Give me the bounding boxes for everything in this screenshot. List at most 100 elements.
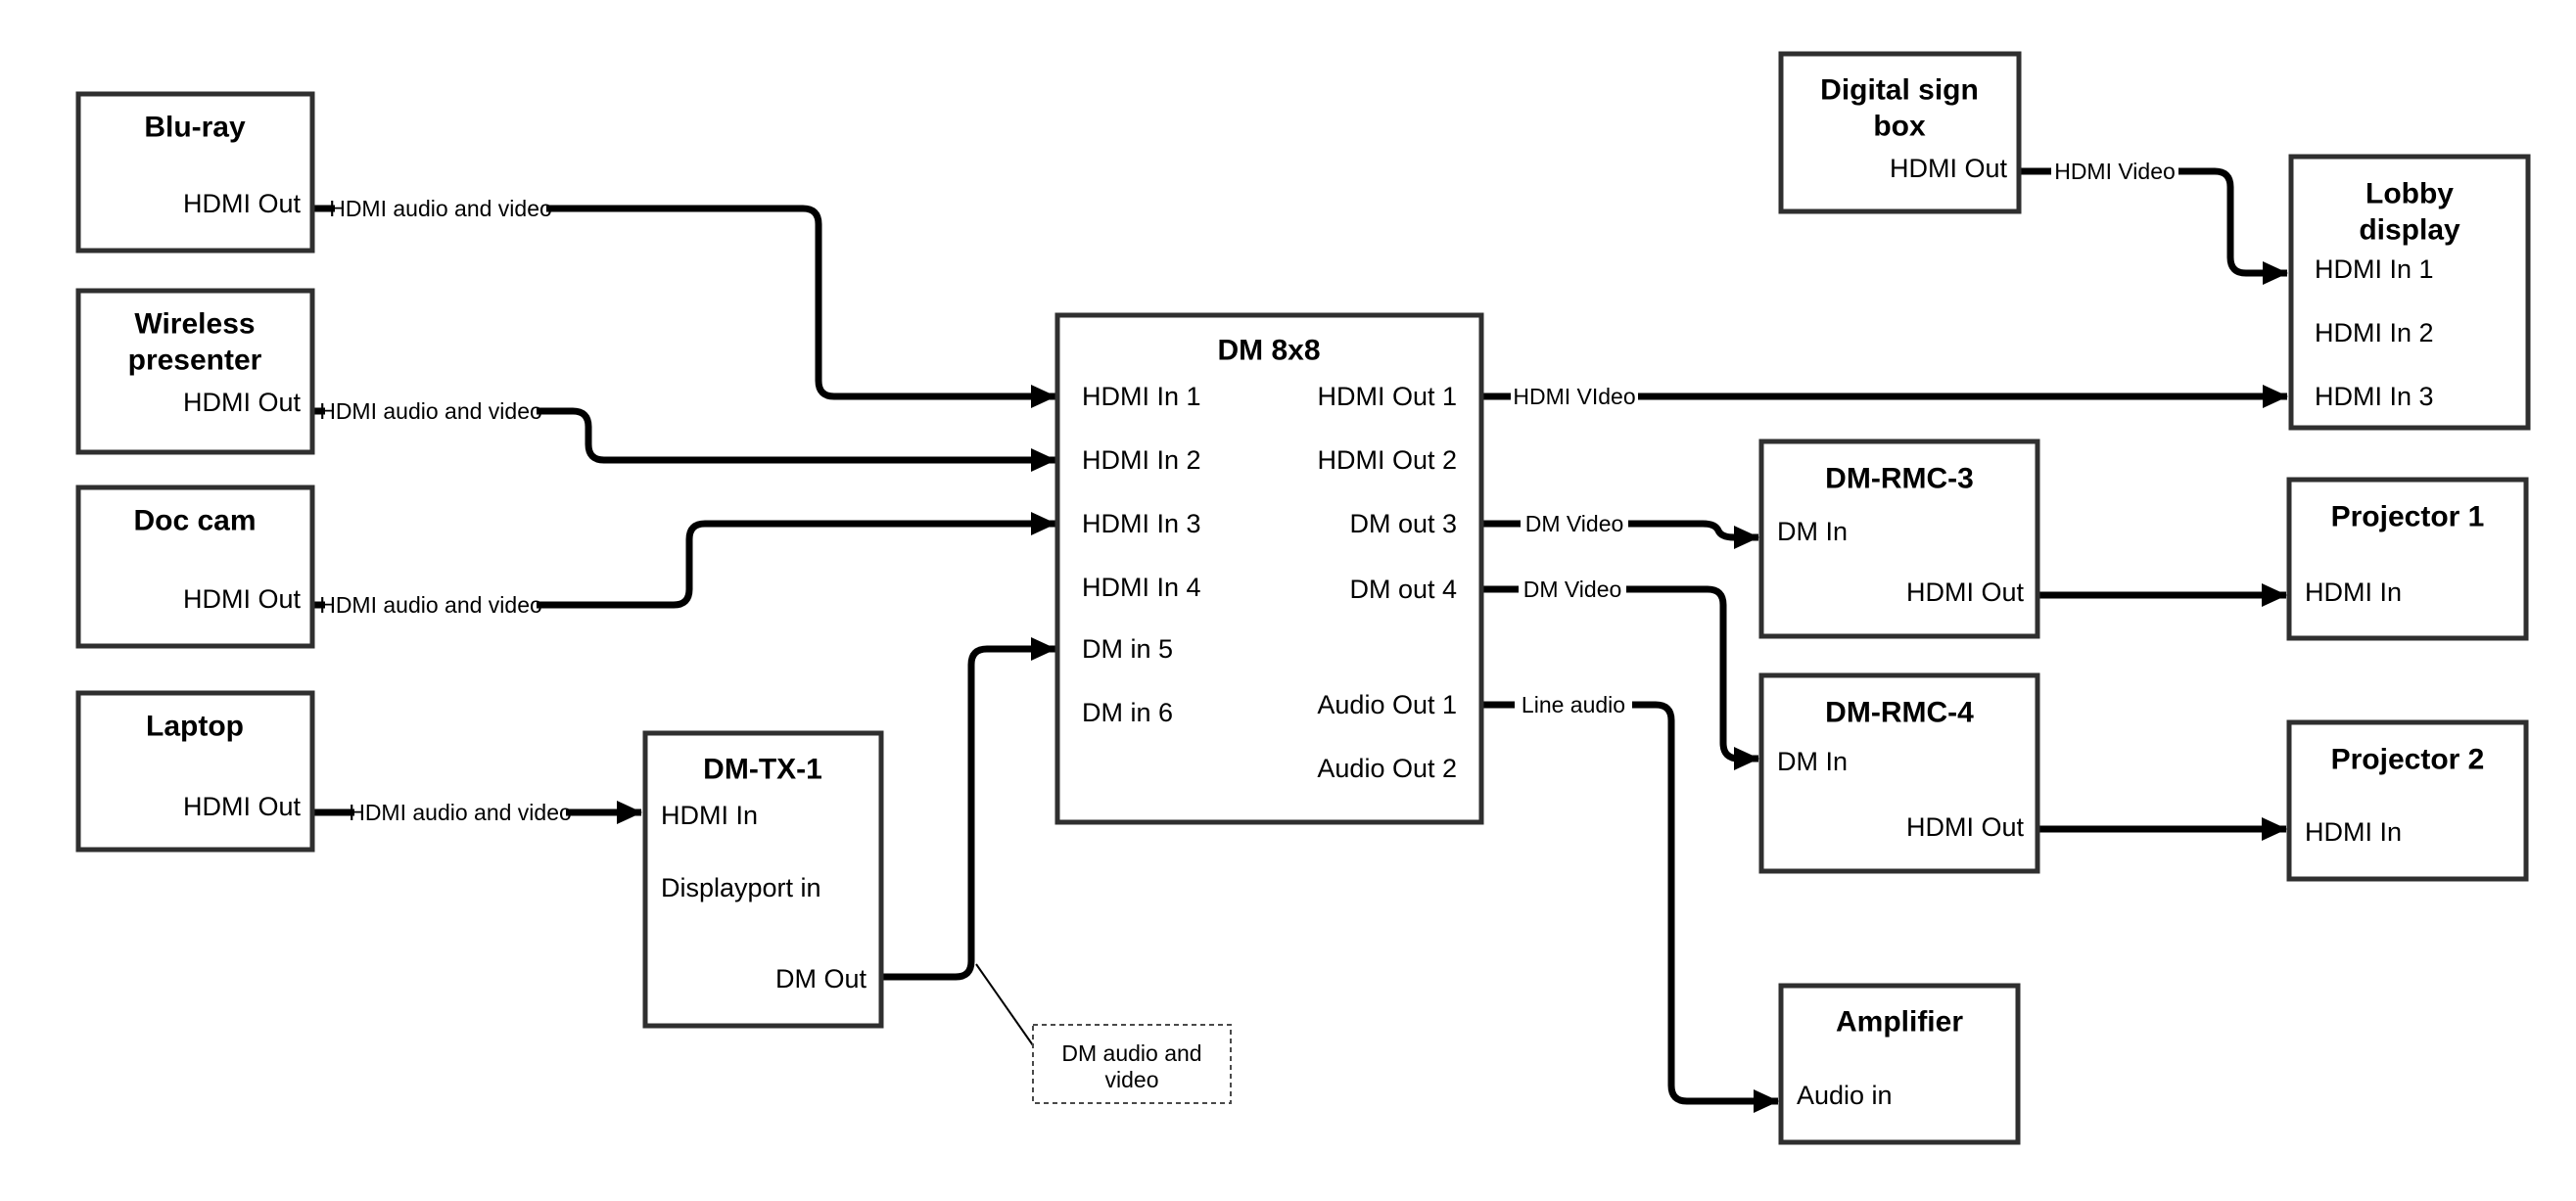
port-lobby-hdmi-in-2: HDMI In 2	[2315, 318, 2434, 347]
wire-doccam-to-dm8x8-in3	[312, 512, 1056, 609]
node-laptop-title: Laptop	[146, 711, 244, 743]
node-amplifier: Amplifier Audio in	[1778, 983, 2021, 1145]
node-projector-2: Projector 2 HDMI In	[2286, 719, 2529, 882]
node-rmc3-box	[1758, 439, 2040, 639]
node-laptop: Laptop HDMI Out	[75, 690, 315, 853]
node-proj2-box	[2286, 719, 2529, 882]
port-dm8x8-hdmi-out-1: HDMI Out 1	[1317, 382, 1457, 411]
node-wireless-title-line1: Wireless	[134, 308, 255, 341]
node-lobby-title-line2: display	[2359, 214, 2460, 247]
port-dm8x8-hdmi-in-2: HDMI In 2	[1082, 445, 1201, 475]
port-dm8x8-hdmi-in-3: HDMI In 3	[1082, 509, 1201, 538]
port-rmc3-hdmi-out: HDMI Out	[1906, 577, 2025, 607]
wire-label-bg	[2051, 155, 2178, 188]
node-projector-1: Projector 1 HDMI In	[2286, 477, 2529, 641]
port-dmtx1-dm-out: DM Out	[775, 964, 867, 993]
node-wireless-title-line2: presenter	[128, 345, 262, 377]
wire-dm8x8-out3-to-rmc3-dmin	[1481, 520, 1759, 549]
annotation-dm-audio-video: DM audio and video	[975, 963, 1232, 1104]
node-proj1-box	[2286, 477, 2529, 641]
port-dm8x8-dm-in-6: DM in 6	[1082, 698, 1173, 727]
annotation-leader-line	[975, 963, 1034, 1046]
port-dm8x8-dm-out-3: DM out 3	[1349, 509, 1457, 538]
annotation-note-line1: DM audio and	[1061, 1040, 1201, 1066]
port-bluray-hdmi-out: HDMI Out	[183, 189, 302, 218]
wire-label-dm-video-out3: DM Video	[1525, 511, 1624, 536]
wire-label-hdmi-av-doccam: HDMI audio and video	[319, 592, 542, 618]
node-amp-box	[1778, 983, 2021, 1145]
node-doccam-box	[75, 485, 315, 649]
wire-label-line-audio: Line audio	[1522, 692, 1625, 717]
node-signbox-box	[1778, 51, 2022, 214]
port-dm8x8-hdmi-out-2: HDMI Out 2	[1317, 445, 1457, 475]
wire-label-hdmi-video-sign: HDMI Video	[2054, 159, 2176, 184]
wire-label-bg	[354, 796, 566, 829]
wire-signbox-to-lobby-in1	[2019, 167, 2288, 285]
wire-label-bg	[1511, 380, 1638, 413]
wire-dm8x8-aout1-to-amp-audioin	[1481, 701, 1779, 1113]
node-dm-tx-1: DM-TX-1 HDMI In Displayport in DM Out	[642, 730, 884, 1029]
wire-label-hdmi-av-wireless: HDMI audio and video	[319, 398, 542, 424]
wire-dm8x8-out4-to-rmc4-dmin	[1481, 585, 1759, 770]
node-dm8x8-title: DM 8x8	[1217, 335, 1320, 367]
node-bluray-title: Blu-ray	[144, 112, 246, 144]
node-dmtx1-title: DM-TX-1	[703, 754, 822, 786]
port-laptop-hdmi-out: HDMI Out	[183, 792, 302, 821]
node-laptop-box	[75, 690, 315, 853]
node-rmc4-box	[1758, 672, 2040, 874]
wire-label-bg	[1519, 573, 1626, 606]
port-rmc4-dm-in: DM In	[1777, 747, 1848, 776]
node-wireless-box	[75, 288, 315, 455]
port-proj1-hdmi-in: HDMI In	[2305, 577, 2402, 607]
wire-wireless-to-dm8x8-in2	[312, 407, 1056, 472]
port-dm8x8-audio-out-2: Audio Out 2	[1317, 754, 1457, 783]
port-dm8x8-dm-in-5: DM in 5	[1082, 634, 1173, 664]
node-proj1-title: Projector 1	[2331, 501, 2485, 533]
port-dmtx1-hdmi-in: HDMI In	[661, 801, 758, 830]
node-lobby-box	[2288, 154, 2531, 431]
node-dm-rmc-3: DM-RMC-3 DM In HDMI Out	[1758, 439, 2040, 639]
wire-label-bg	[335, 192, 546, 225]
port-signbox-hdmi-out: HDMI Out	[1890, 154, 2008, 183]
node-digital-sign-box: Digital sign box HDMI Out	[1778, 51, 2022, 214]
wire-dmtx1-dmout-to-dm8x8-in5	[881, 637, 1056, 981]
port-dm8x8-hdmi-in-1: HDMI In 1	[1082, 382, 1201, 411]
node-doccam-title: Doc cam	[133, 505, 256, 537]
wire-label-bg	[325, 394, 537, 428]
annotation-note-line2: video	[1105, 1067, 1159, 1092]
wire-label-hdmi-av-laptop: HDMI audio and video	[349, 800, 572, 825]
port-wireless-hdmi-out: HDMI Out	[183, 388, 302, 417]
node-wireless-presenter: Wireless presenter HDMI Out	[75, 288, 315, 455]
port-lobby-hdmi-in-1: HDMI In 1	[2315, 254, 2434, 284]
node-doc-cam: Doc cam HDMI Out	[75, 485, 315, 649]
port-doccam-hdmi-out: HDMI Out	[183, 584, 302, 614]
annotation-note-box	[1032, 1024, 1232, 1104]
port-amp-audio-in: Audio in	[1797, 1081, 1893, 1110]
node-lobby-display: Lobby display HDMI In 1 HDMI In 2 HDMI I…	[2288, 154, 2531, 431]
port-dm8x8-hdmi-in-4: HDMI In 4	[1082, 573, 1201, 602]
wire-label-hdmi-video-out1: HDMI VIdeo	[1513, 384, 1635, 409]
wire-label-bg	[325, 588, 537, 622]
node-rmc3-title: DM-RMC-3	[1825, 463, 1974, 495]
wire-labels: HDMI audio and video HDMI audio and vide…	[319, 155, 2178, 829]
port-dm8x8-dm-out-4: DM out 4	[1349, 575, 1457, 604]
node-lobby-title-line1: Lobby	[2365, 178, 2454, 210]
wire-label-hdmi-av-bluray: HDMI audio and video	[329, 196, 552, 221]
node-signbox-title-line1: Digital sign	[1820, 74, 1979, 107]
node-amp-title: Amplifier	[1836, 1006, 1963, 1039]
node-bluray-box	[75, 91, 315, 254]
port-dm8x8-audio-out-1: Audio Out 1	[1317, 690, 1457, 719]
wire-label-bg	[1521, 507, 1628, 540]
node-dm-rmc-4: DM-RMC-4 DM In HDMI Out	[1758, 672, 2040, 874]
node-proj2-title: Projector 2	[2331, 744, 2485, 776]
port-lobby-hdmi-in-3: HDMI In 3	[2315, 382, 2434, 411]
node-dmtx1-box	[642, 730, 884, 1029]
port-rmc4-hdmi-out: HDMI Out	[1906, 812, 2025, 842]
node-dm8x8-box	[1054, 312, 1484, 825]
wire-bluray-to-dm8x8-in1	[312, 205, 1056, 408]
node-bluray: Blu-ray HDMI Out	[75, 91, 315, 254]
wire-label-dm-video-out4: DM Video	[1523, 577, 1622, 602]
wire-label-bg	[1515, 688, 1632, 721]
node-rmc4-title: DM-RMC-4	[1825, 697, 1974, 729]
